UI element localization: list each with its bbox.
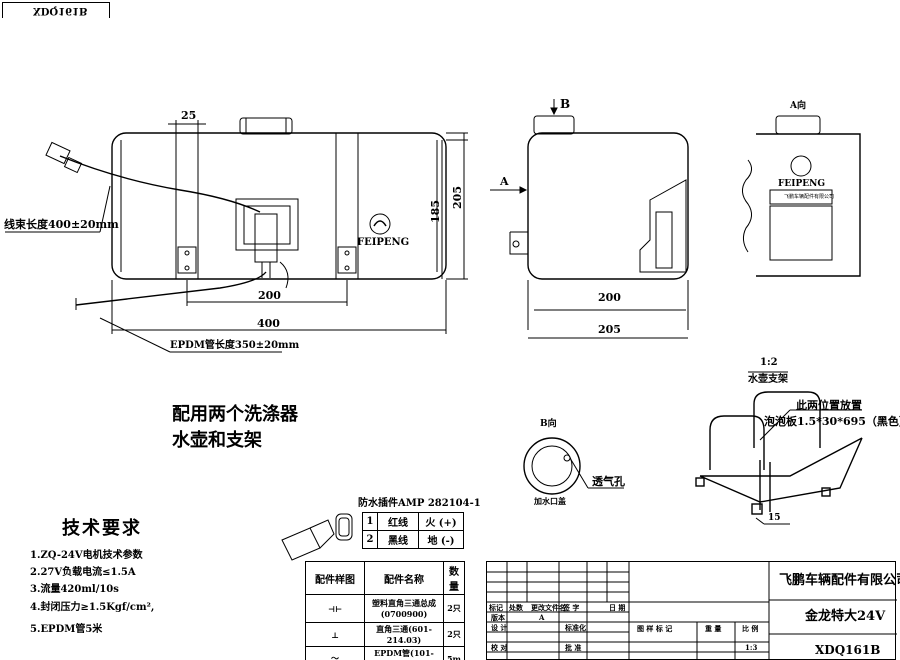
tech-item-1: 1.ZQ-24V电机技术参数 [30, 550, 143, 561]
elbow-fitting-icon: ⊥ [331, 629, 339, 640]
bracket-dim-15: 15 [768, 513, 781, 523]
part-name: 直角三通(601-214.03) [364, 622, 444, 647]
title-block-grid [487, 562, 897, 660]
front-tank-outline [111, 117, 447, 280]
part-image: 〜 [305, 646, 365, 660]
epdm-length-label: EPDM管长度350±20mm [170, 340, 300, 351]
front-dim-205: 205 [450, 186, 464, 209]
parts-table: 配件样图 配件名称 数量 ⊣⊢ 塑料直角三通总成(0700900) 2只 ⊥ 直… [305, 561, 465, 660]
table-row: ⊣⊢ 塑料直角三通总成(0700900) 2只 [305, 594, 465, 623]
std-label: 标准化 [565, 623, 586, 632]
main-note-line1: 配用两个洗涤器 [172, 404, 298, 425]
plug-title: 防水插件AMP 282104-1 [358, 498, 481, 509]
tech-title: 技术要求 [62, 518, 142, 539]
front-dim-25: 25 [181, 109, 197, 122]
tech-item-5: 5.EPDM管5米 [30, 624, 103, 635]
front-brand: FEIPENG [357, 237, 410, 248]
plug-color: 红线 [377, 512, 419, 531]
a-view-outline [742, 115, 861, 277]
b-view-cap [523, 437, 581, 495]
front-dim-200: 200 [258, 289, 281, 302]
plug-wiring-table: 1 红线 火 (+) 2 黑线 地 (-) [362, 512, 464, 549]
parts-header-qty: 数量 [443, 561, 465, 595]
main-note-line2: 水壶和支架 [172, 430, 262, 451]
a-view-title: A向 [790, 101, 806, 111]
parts-header-name: 配件名称 [364, 561, 444, 595]
stage-header-weight: 重 量 [705, 624, 722, 633]
scale-value: 1:3 [745, 643, 758, 652]
plug-pole: 地 (-) [418, 530, 464, 549]
table-header-row: 配件样图 配件名称 数量 [305, 561, 465, 595]
company-name: 飞鹏车辆配件有限公司 [779, 573, 900, 588]
rev-header-mark: 标记 [489, 603, 503, 612]
table-row: 1 红线 火 (+) [362, 512, 464, 531]
epdm-tube [75, 271, 267, 306]
bracket-outline [695, 391, 863, 515]
part-image: ⊣⊢ [305, 594, 365, 623]
approve-label: 批 准 [565, 643, 582, 652]
front-dim-185: 185 [428, 200, 442, 223]
a-view-plate: 飞鹏车辆配件有限公司 [784, 194, 835, 200]
stage-header-scale: 比 例 [742, 624, 759, 633]
bracket-note-line2: 泡泡板1.5*30*695（黑色） [764, 415, 900, 428]
rev-header-date: 日 期 [609, 603, 626, 612]
rev-header-count: 处数 [509, 603, 523, 612]
title-block: 飞鹏车辆配件有限公司 金龙特大24V XDQ161B 标记 处数 更改文件名 签… [486, 561, 900, 660]
side-dim-205: 205 [598, 323, 621, 336]
part-qty: 2只 [443, 594, 465, 623]
harness-cable [59, 155, 261, 213]
tube-icon: 〜 [331, 653, 339, 660]
stage-header-mark: 图 样 标 记 [637, 624, 673, 633]
version-value: A [539, 613, 545, 622]
tech-item-3: 3.流量420ml/10s [30, 584, 119, 595]
row-label-version: 版本 [491, 613, 505, 622]
table-row: ⊥ 直角三通(601-214.03) 2只 [305, 622, 465, 647]
product-name: 金龙特大24V [805, 609, 886, 624]
part-qty: 5m [443, 646, 465, 660]
drawing-code: XDQ161B [815, 643, 881, 657]
bracket-scale: 1:2 [760, 357, 778, 368]
tech-item-4: 4.封闭压力≥1.5Kgf/cm², [30, 602, 155, 613]
b-view-title: B向 [540, 419, 557, 429]
side-arrow-b: B [560, 97, 571, 111]
plug-no: 2 [362, 530, 378, 549]
rev-header-file: 更改文件名 [531, 603, 566, 612]
harness-length-label: 线束长度400±20mm [4, 218, 119, 231]
tech-item-2: 2.27V负载电流≤1.5A [30, 567, 136, 578]
logo-mark [369, 213, 391, 235]
part-image: ⊥ [305, 622, 365, 647]
bracket-title: 水壶支架 [748, 374, 788, 385]
tee-fitting-icon: ⊣⊢ [327, 603, 343, 614]
plug-connector [281, 513, 353, 561]
table-row: 2 黑线 地 (-) [362, 530, 464, 549]
part-qty: 2只 [443, 622, 465, 647]
vent-label: 透气孔 [592, 475, 625, 488]
row-label-design: 设 计 [491, 623, 508, 632]
plug-color: 黑线 [377, 530, 419, 549]
front-dim-400: 400 [257, 317, 280, 330]
a-view-brand: FEIPENG [778, 179, 825, 189]
part-name: EPDM管(101-04071) [364, 646, 444, 660]
table-row: 〜 EPDM管(101-04071) 5m [305, 646, 465, 660]
side-arrow-a: A [500, 175, 509, 188]
plug-no: 1 [362, 512, 378, 531]
rev-header-sign: 签 字 [563, 603, 580, 612]
side-tank-outline [509, 115, 689, 280]
bracket-note-line1: 此两位置放置 [796, 399, 862, 412]
row-label-check: 校 对 [491, 643, 508, 652]
plug-pole: 火 (+) [418, 512, 464, 531]
side-dim-200: 200 [598, 291, 621, 304]
parts-header-image: 配件样图 [305, 561, 365, 595]
fill-cap-label: 加水口盖 [534, 496, 566, 506]
part-name: 塑料直角三通总成(0700900) [364, 594, 444, 623]
